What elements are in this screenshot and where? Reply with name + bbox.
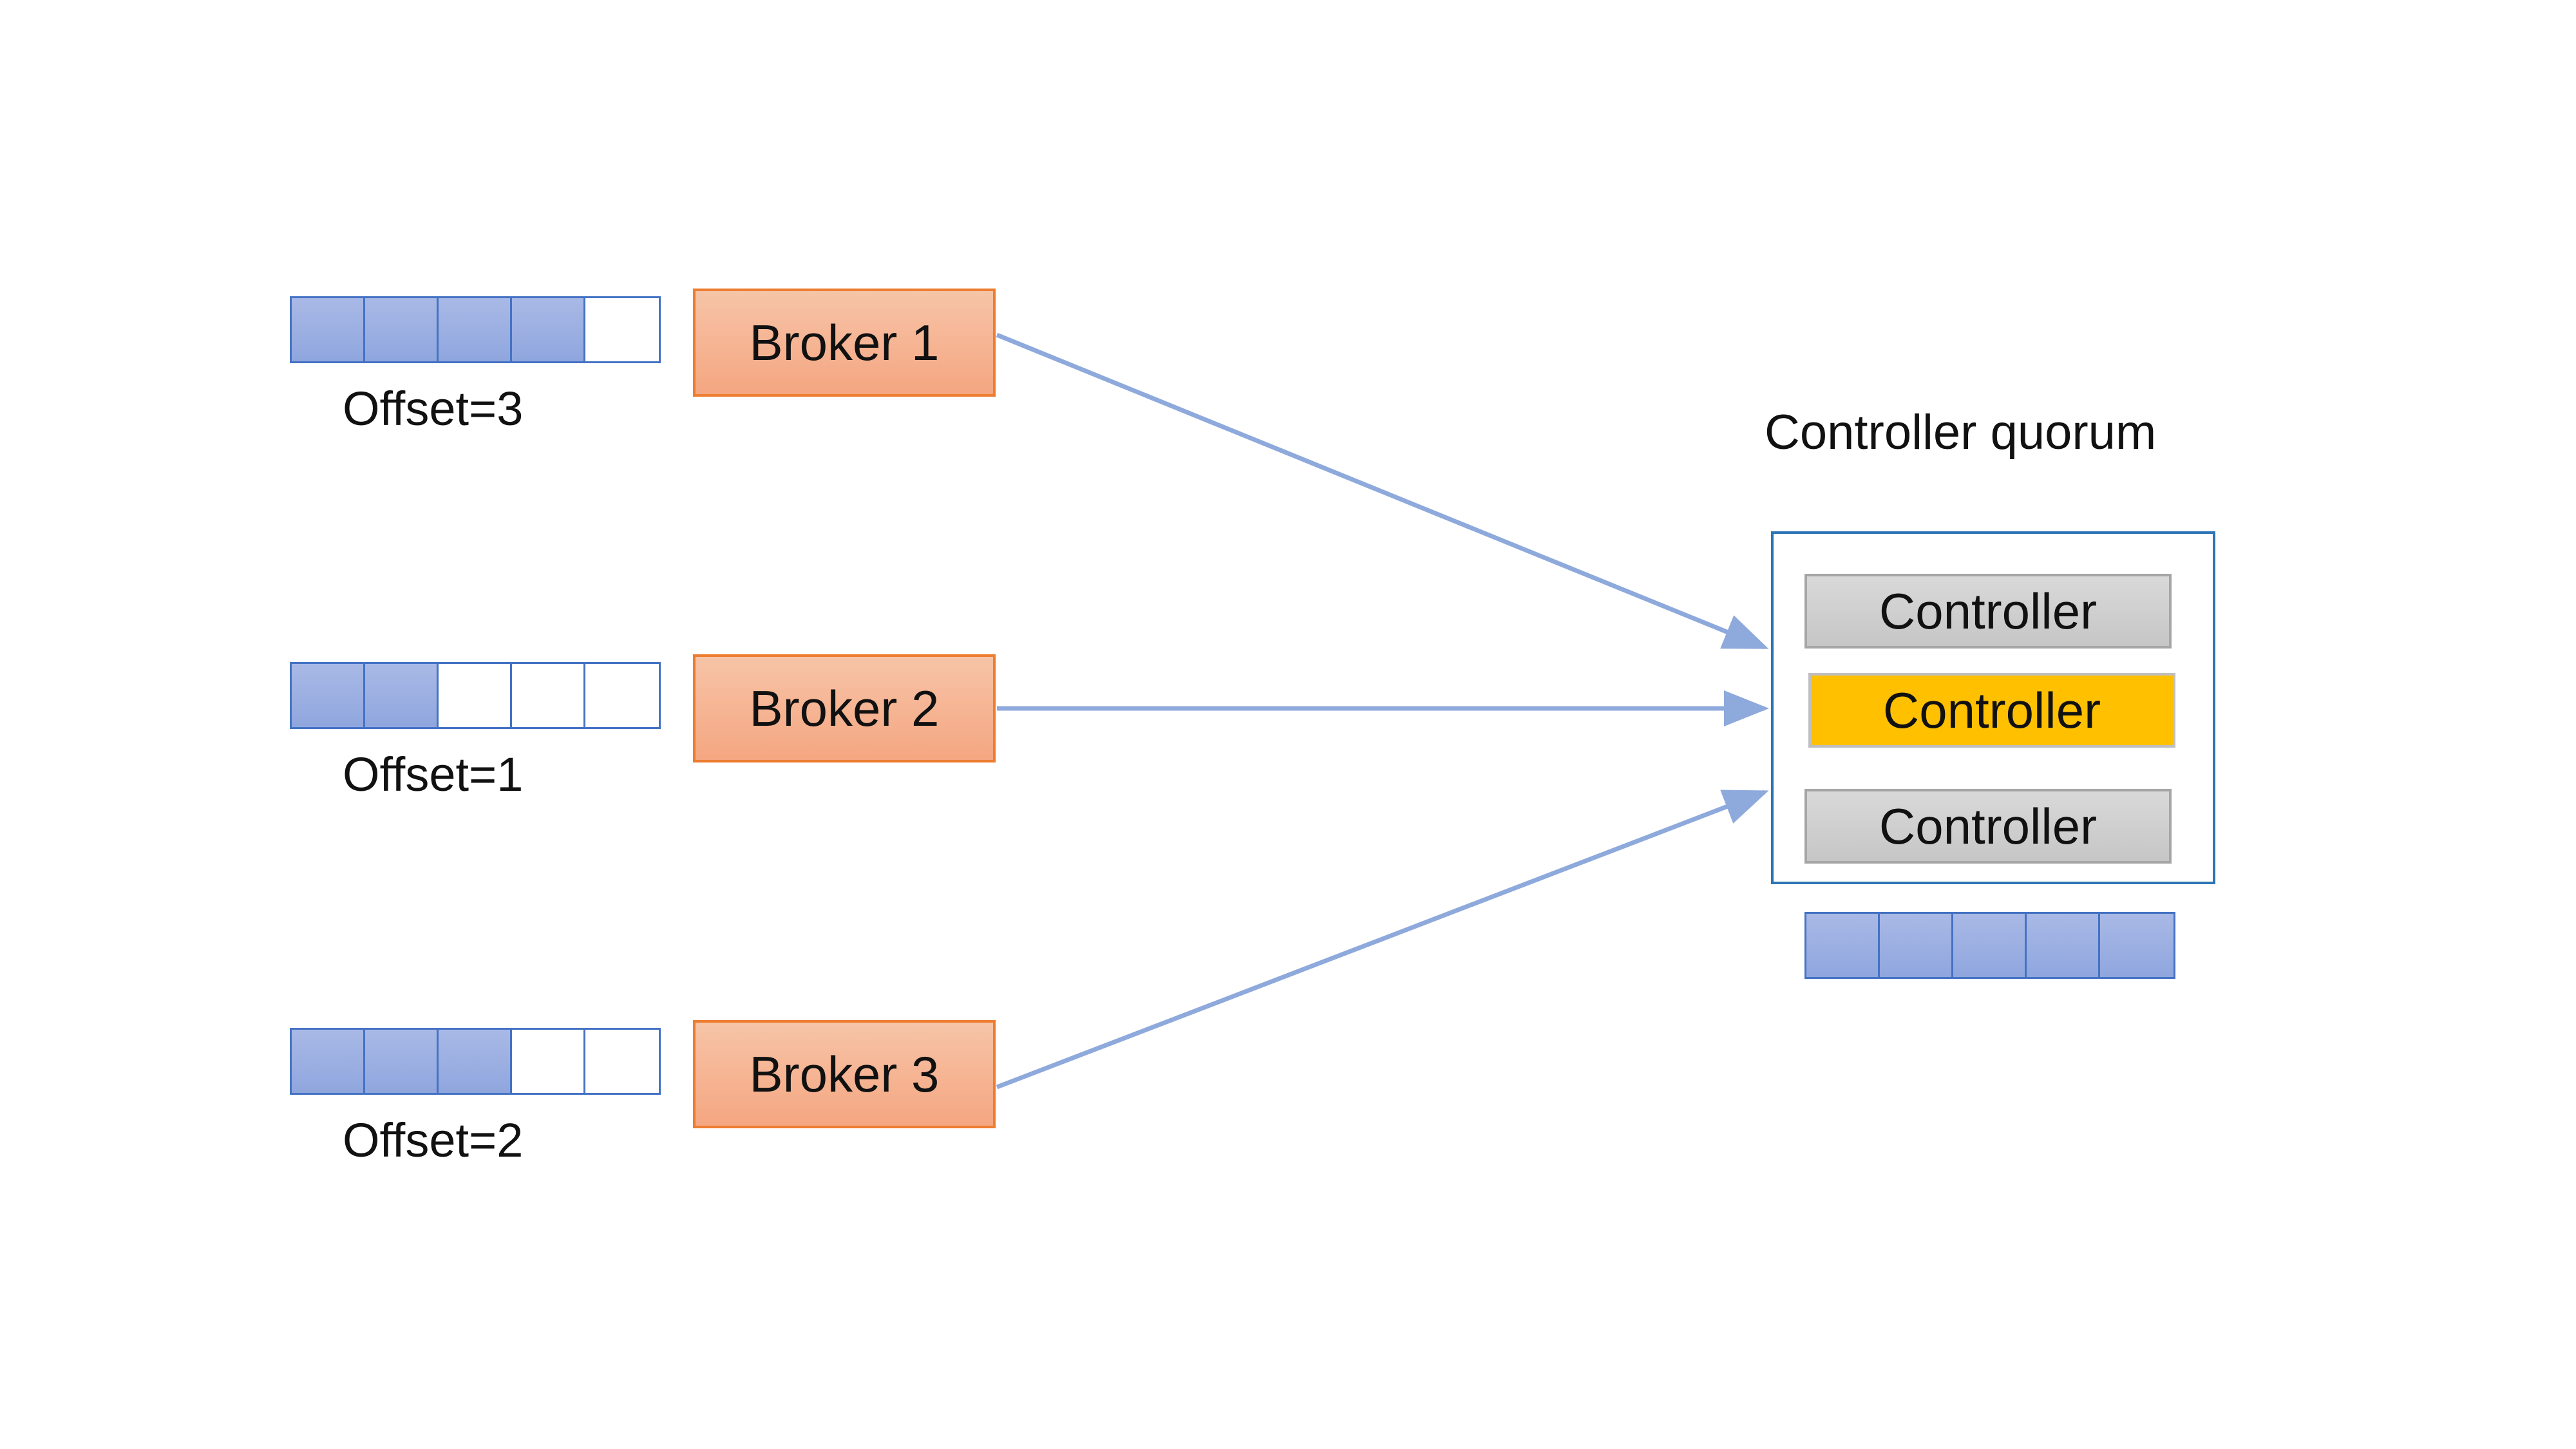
broker1-offset-label: Offset=3	[343, 382, 524, 435]
log-entry-filled	[439, 298, 512, 361]
broker3-box: Broker 3	[693, 1020, 996, 1128]
controller-3-label: Controller	[1879, 797, 2098, 855]
controller-leader-label: Controller	[1882, 681, 2101, 739]
controller-1-label: Controller	[1879, 582, 2098, 639]
broker1-box: Broker 1	[693, 289, 996, 397]
broker2-offset-label: Offset=1	[343, 748, 524, 801]
log-entry-filled	[292, 298, 365, 361]
log-entry-filled	[1806, 914, 1880, 977]
controller-1: Controller	[1804, 574, 2172, 649]
arrow-broker1-to-quorum	[996, 332, 1769, 650]
log-entry-empty	[585, 1030, 659, 1093]
log-entry-filled	[2027, 914, 2100, 977]
broker3-offset-label: Offset=2	[343, 1113, 524, 1167]
broker3-log	[290, 1028, 661, 1095]
controller-quorum-box: Controller Controller Controller	[1771, 531, 2215, 884]
quorum-title: Controller quorum	[1765, 405, 2157, 460]
controller-3: Controller	[1804, 789, 2172, 864]
log-entry-filled	[512, 298, 585, 361]
broker3-label: Broker 3	[749, 1045, 940, 1103]
log-entry-filled	[1953, 914, 2027, 977]
log-entry-filled	[1880, 914, 1953, 977]
log-entry-empty	[512, 1030, 585, 1093]
controller-leader: Controller	[1808, 673, 2175, 748]
broker1-log	[290, 296, 661, 363]
log-entry-empty	[585, 664, 659, 727]
log-entry-filled	[365, 1030, 439, 1093]
log-entry-filled	[292, 664, 365, 727]
log-entry-filled	[365, 298, 439, 361]
broker2-box: Broker 2	[693, 654, 996, 762]
log-entry-empty	[439, 664, 512, 727]
arrow-broker3-to-quorum	[996, 790, 1769, 1090]
log-entry-filled	[292, 1030, 365, 1093]
broker2-log	[290, 662, 661, 729]
quorum-log	[1804, 912, 2175, 979]
broker1-label: Broker 1	[749, 314, 940, 371]
log-entry-filled	[439, 1030, 512, 1093]
log-entry-empty	[585, 298, 659, 361]
broker2-label: Broker 2	[749, 679, 940, 737]
log-entry-empty	[512, 664, 585, 727]
log-entry-filled	[2100, 914, 2174, 977]
log-entry-filled	[365, 664, 439, 727]
